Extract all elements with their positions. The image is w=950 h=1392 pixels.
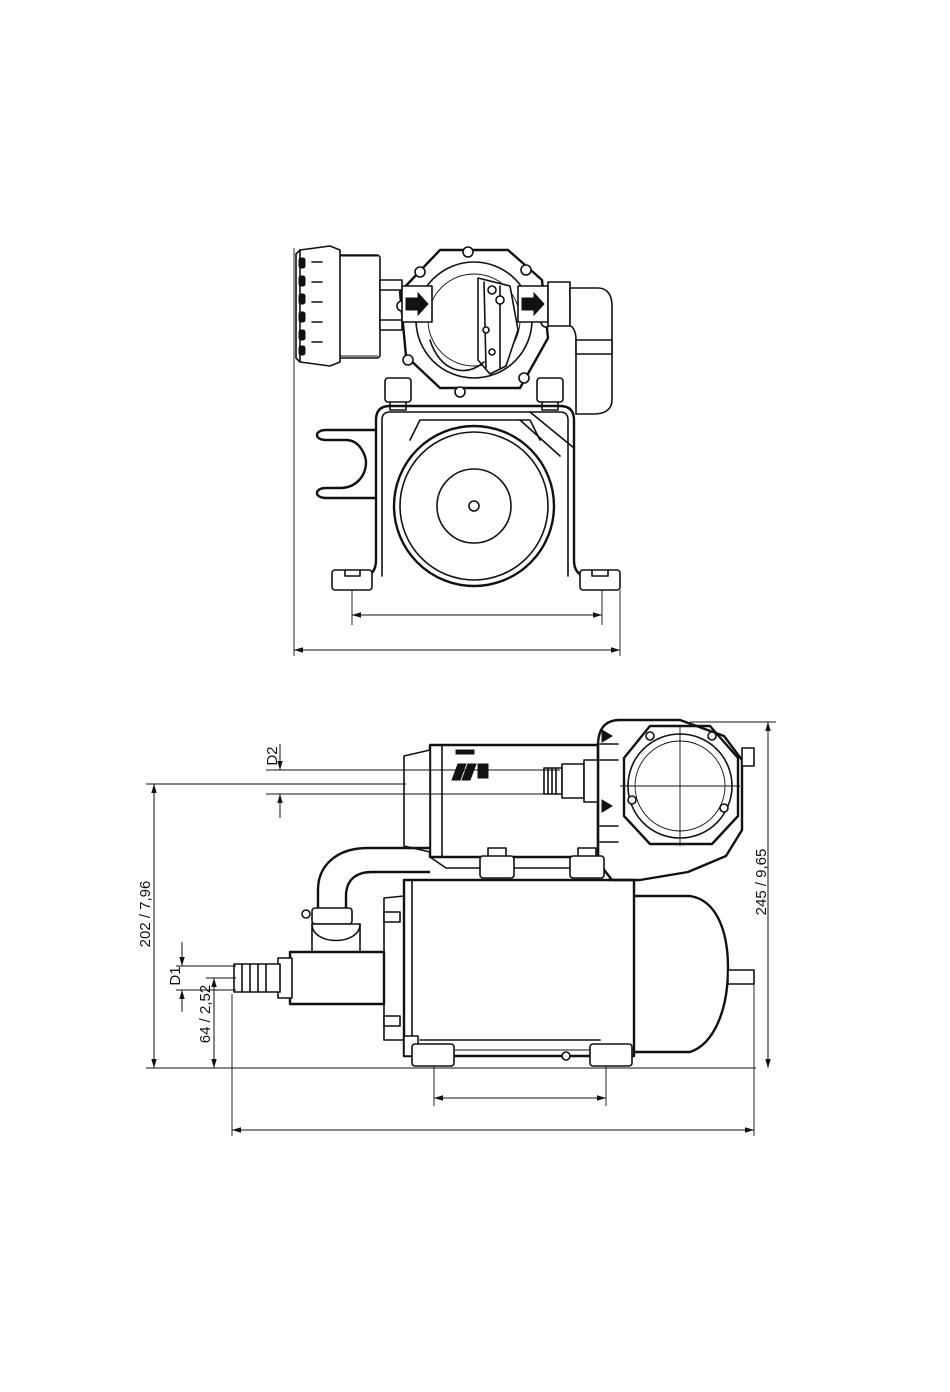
hose-hook	[317, 430, 376, 498]
motor-end	[394, 412, 574, 586]
front-view	[294, 246, 620, 656]
pump-motor	[404, 745, 598, 857]
dim-label-inlet-height: 64 / 2,52	[197, 985, 214, 1043]
side-view: D2 202 / 7,96 D1 64 / 2,52 245 / 9,65	[137, 720, 776, 1136]
outlet-hose-barb	[544, 760, 598, 802]
inlet-fitting	[234, 924, 384, 1004]
strainer-housing	[296, 246, 402, 366]
dim-label-d2: D2	[264, 746, 281, 765]
dim-label-d1: D1	[167, 966, 184, 985]
side-dimensions	[146, 722, 776, 1136]
inlet-port	[402, 286, 432, 322]
pump-head-side	[598, 720, 754, 880]
dim-label-height-right: 245 / 9,65	[753, 849, 770, 916]
motor-mounts	[430, 848, 604, 878]
pressure-tank	[384, 880, 754, 1060]
dim-label-height-left: 202 / 7,96	[137, 881, 154, 948]
outlet-port	[518, 286, 548, 322]
connecting-hose	[302, 848, 430, 924]
